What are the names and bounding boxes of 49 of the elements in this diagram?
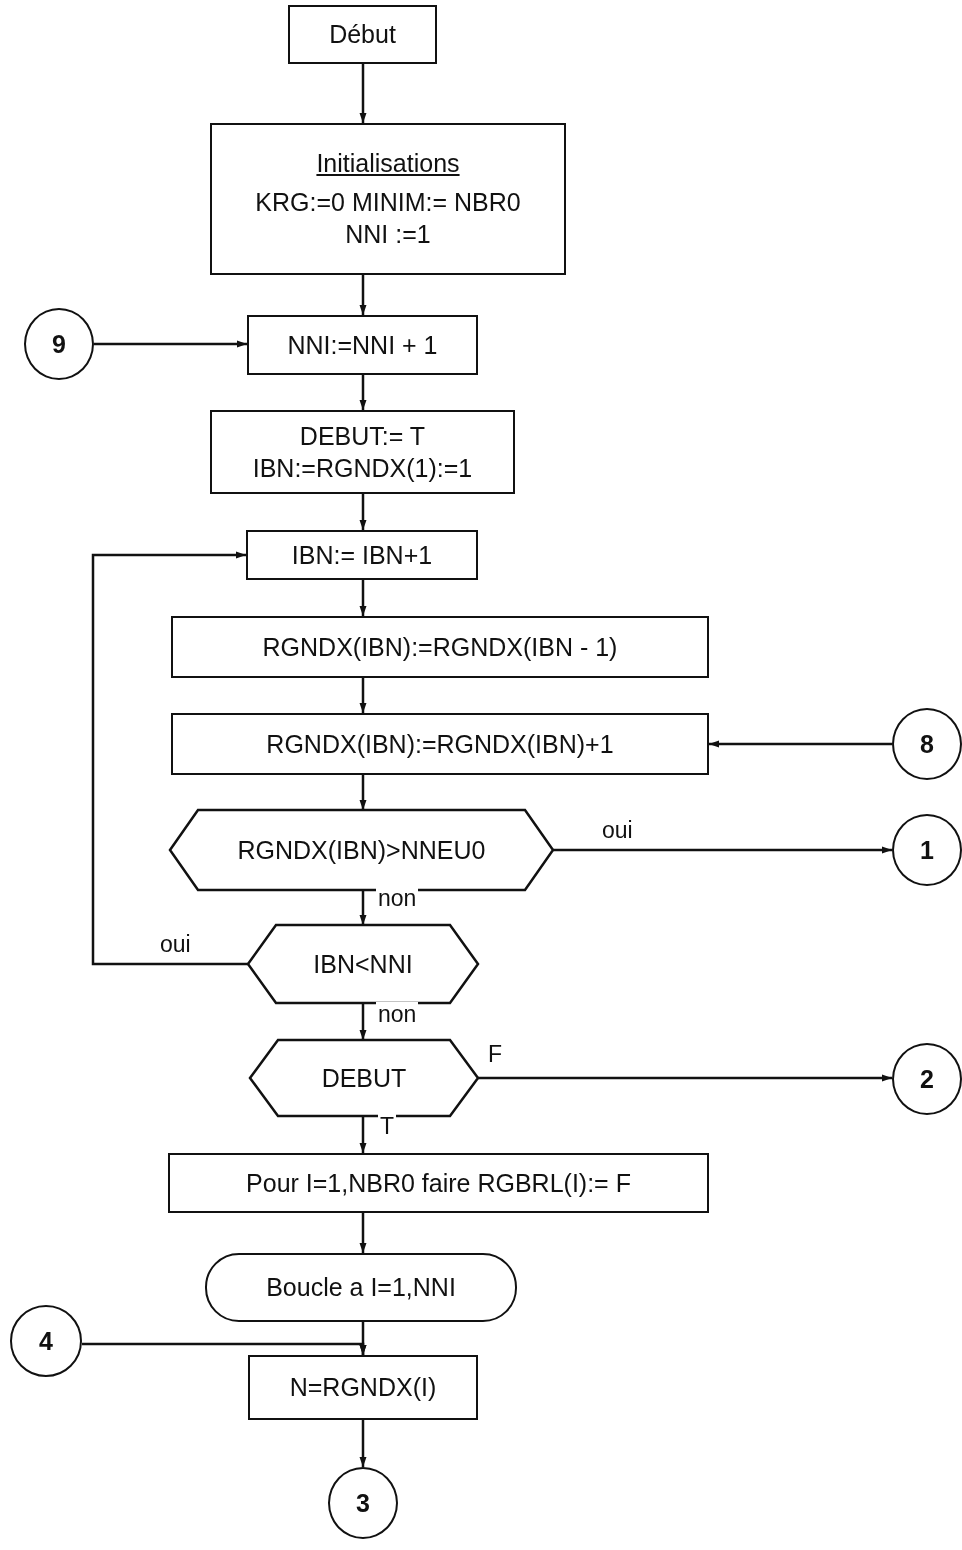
process-box <box>248 1355 478 1420</box>
arrow <box>359 275 367 315</box>
connector-number: 3 <box>356 1487 370 1519</box>
arrow <box>359 580 367 616</box>
arrow <box>359 1213 367 1253</box>
arrow <box>359 775 367 810</box>
arrow <box>709 740 892 748</box>
node-text: KRG:=0 MINIM:= NBR0 <box>255 186 521 218</box>
node-text: DEBUT <box>321 1062 407 1094</box>
node-text: Boucle a I=1,NNI <box>266 1272 456 1304</box>
process-box <box>210 410 515 494</box>
connector-number: 9 <box>52 328 66 360</box>
connector-number: 1 <box>920 834 934 866</box>
node-text: DEBUT:= T <box>299 420 426 452</box>
node-text: NNI:=NNI + 1 <box>287 329 438 361</box>
process-box <box>168 1153 709 1213</box>
process-box <box>246 530 478 580</box>
arrow <box>82 1342 367 1355</box>
arrow <box>359 64 367 123</box>
node-text: Pour I=1,NBR0 faire RGBRL(I):= F <box>246 1167 631 1199</box>
node-text: IBN<NNI <box>313 948 413 980</box>
arrow <box>359 1420 367 1467</box>
process-box <box>210 123 566 275</box>
node-text: RGNDX(IBN)>NNEU0 <box>237 834 486 866</box>
arrow <box>359 678 367 713</box>
node-text: IBN:= IBN+1 <box>291 539 433 571</box>
connector-number: 2 <box>920 1063 934 1095</box>
heading-text: Initialisations <box>316 148 460 180</box>
process-box <box>247 315 478 375</box>
arrow <box>94 340 247 348</box>
node-text: IBN:=RGNDX(1):=1 <box>252 453 473 484</box>
node-text: NNI :=1 <box>345 219 431 251</box>
process-box <box>171 713 709 775</box>
arrow <box>553 846 892 854</box>
connector-number: 8 <box>920 728 934 760</box>
arrow <box>359 1116 367 1153</box>
arrow <box>359 375 367 410</box>
arrow <box>91 551 248 966</box>
arrow <box>478 1074 892 1082</box>
arrow <box>359 494 367 530</box>
process-box <box>171 616 709 678</box>
node-text: RGNDX(IBN):=RGNDX(IBN)+1 <box>266 728 614 760</box>
node-text: N=RGNDX(I) <box>289 1372 437 1404</box>
connector-number: 4 <box>39 1325 53 1357</box>
arrow <box>359 890 367 925</box>
arrow <box>359 1003 367 1040</box>
node-text: Début <box>329 19 396 51</box>
process-box <box>288 5 437 64</box>
node-text: RGNDX(IBN):=RGNDX(IBN - 1) <box>262 631 618 663</box>
